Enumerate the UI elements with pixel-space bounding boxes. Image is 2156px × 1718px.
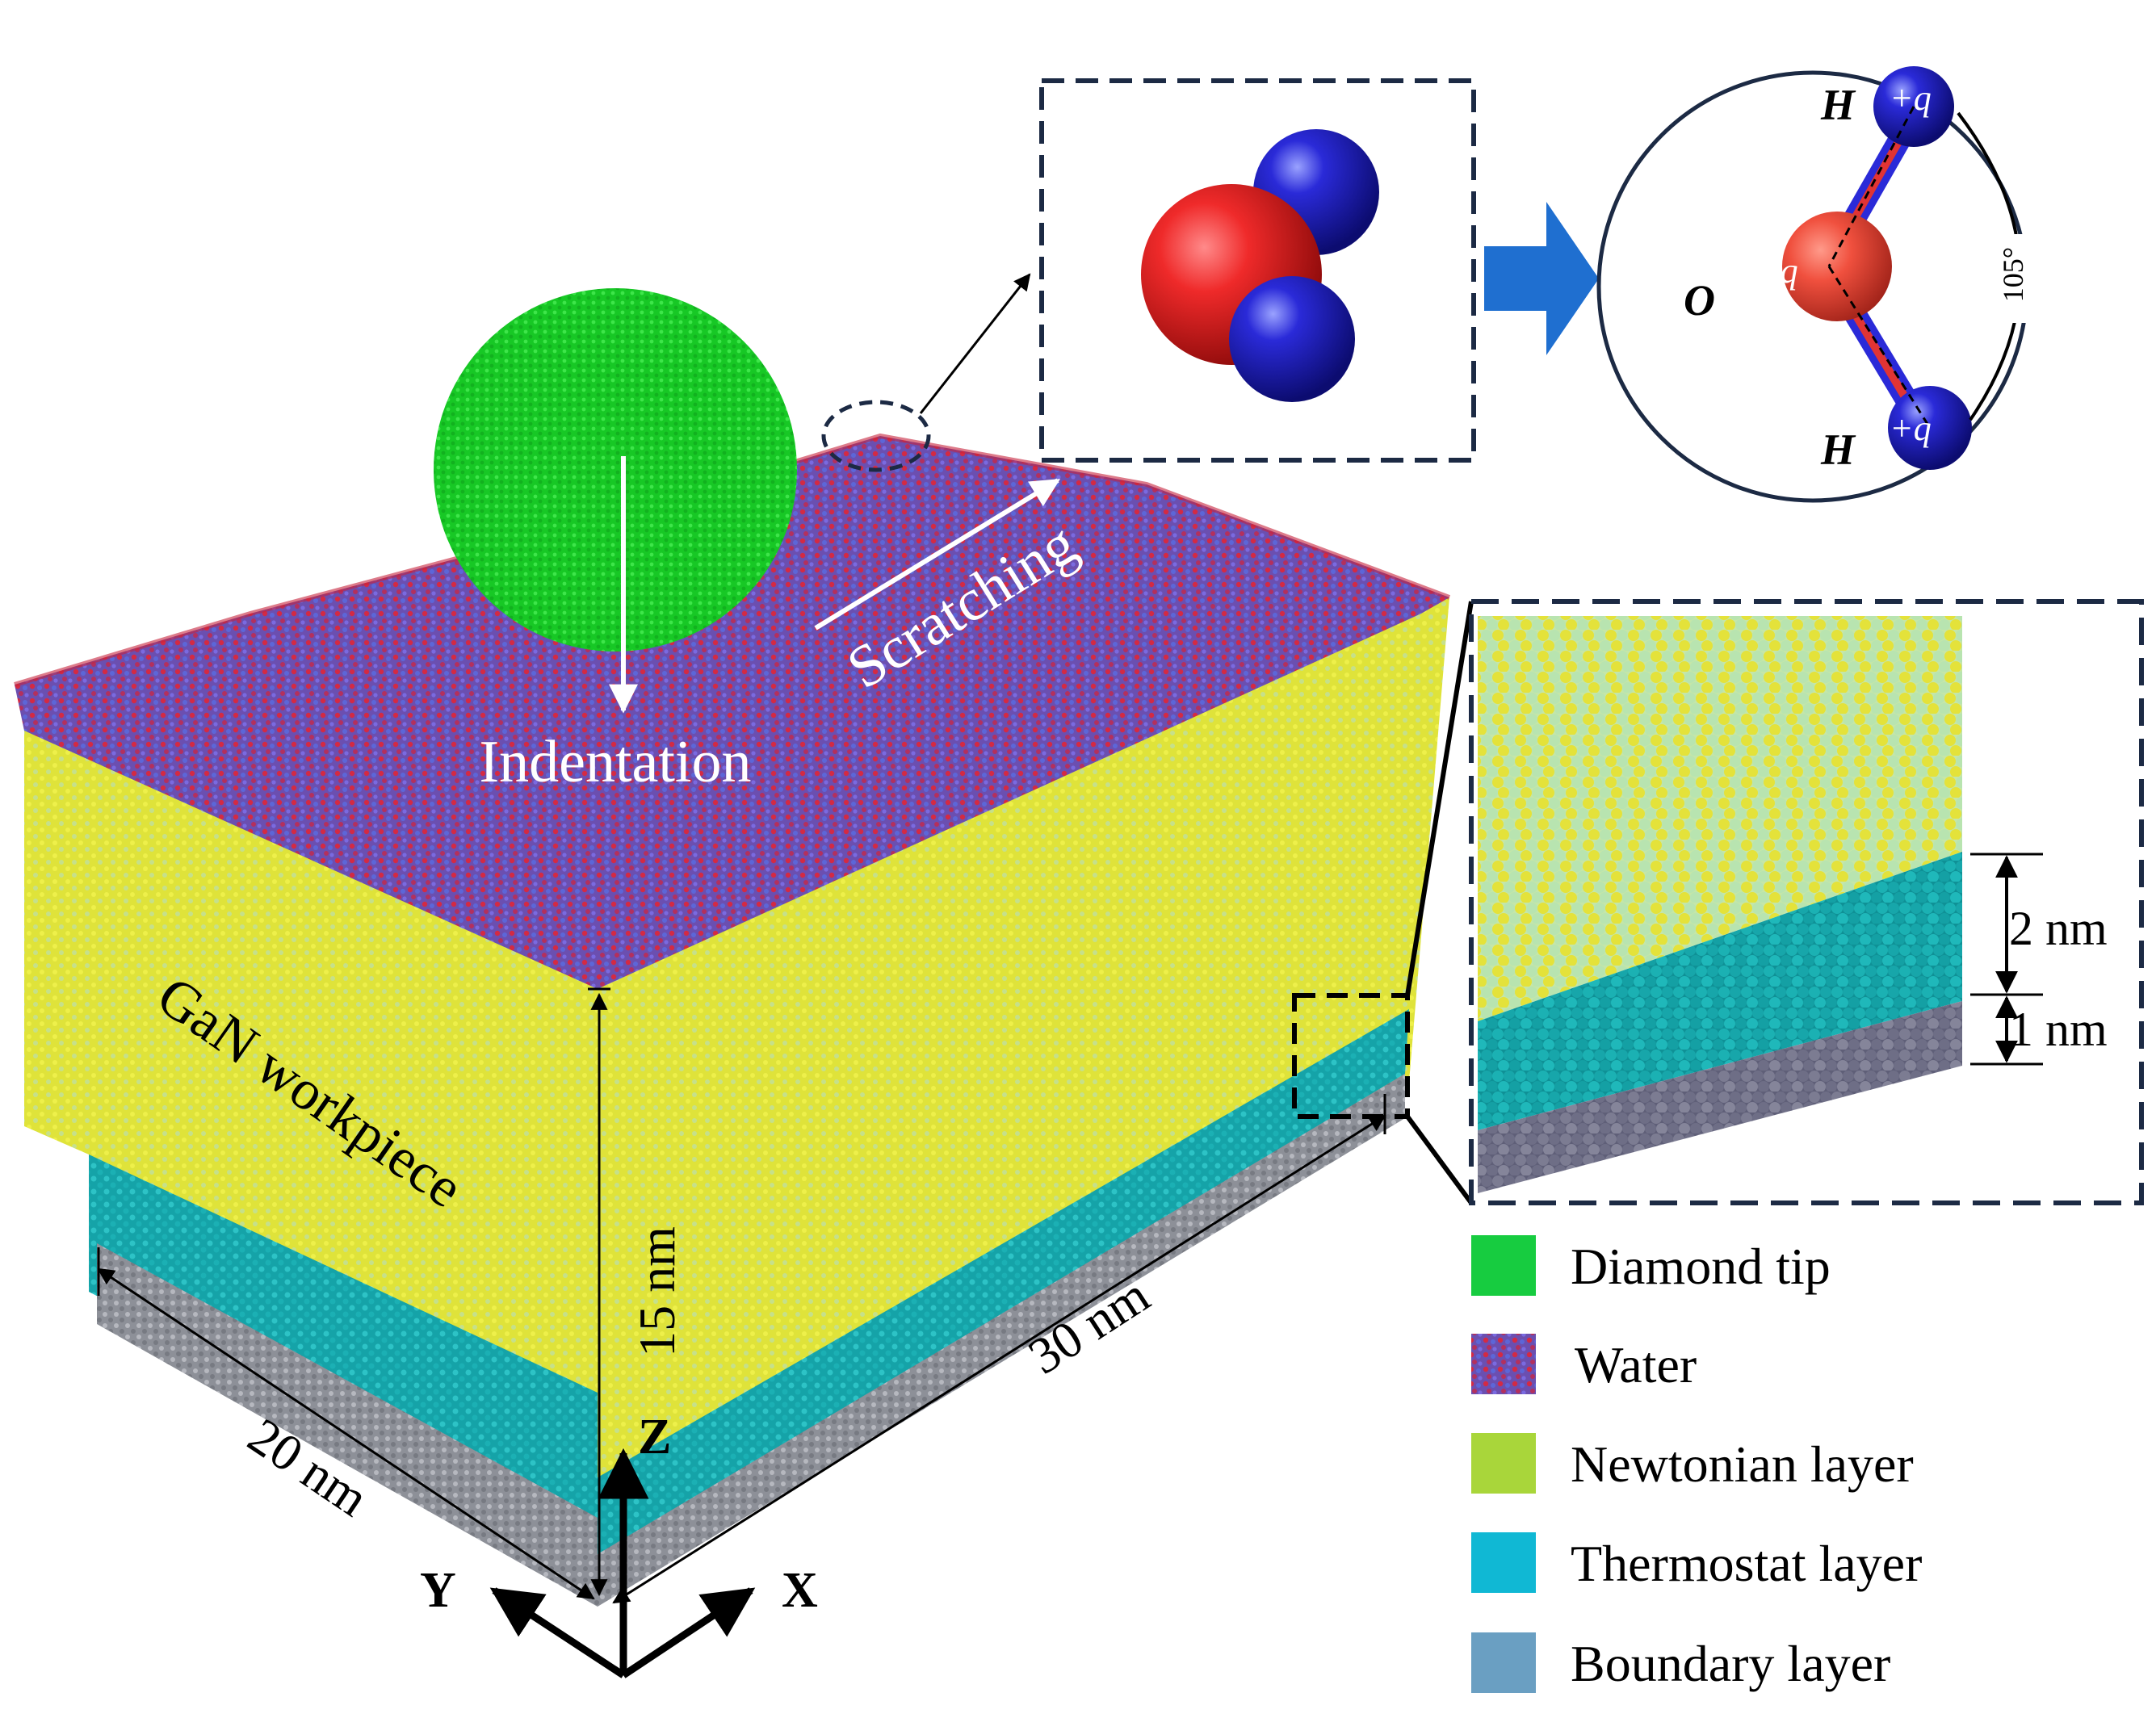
coordinate-axes: Z Y X xyxy=(420,1410,818,1678)
thermostat-thickness-label: 2 nm xyxy=(2009,902,2108,955)
legend-item-boundary: Boundary layer xyxy=(1471,1632,1890,1693)
legend-label-boundary: Boundary layer xyxy=(1571,1635,1890,1692)
axis-z-label: Z xyxy=(638,1410,671,1464)
zoom-thermostat-layer xyxy=(1478,852,1962,1130)
molecule-inset-frame xyxy=(1039,78,1476,463)
zoom-newtonian-layer xyxy=(1478,616,1962,1021)
indentation-label: Indentation xyxy=(479,729,751,795)
width-dimension-line xyxy=(97,1268,595,1600)
legend-swatch-water xyxy=(1471,1334,1536,1394)
bond-angle-label: 105° xyxy=(1997,247,2029,302)
water-molecule-highlight xyxy=(821,400,931,472)
h-top-charge: +q xyxy=(1890,78,1932,118)
legend-label-thermostat: Thermostat layer xyxy=(1571,1535,1922,1592)
legend-swatch-diamond xyxy=(1471,1235,1536,1296)
h-bottom-charge: +q xyxy=(1890,409,1932,448)
zoom-layers xyxy=(1478,616,1962,1193)
zoom-boundary-layer xyxy=(1478,1001,1962,1193)
zoom-source-box xyxy=(1292,993,1410,1119)
water-molecule-3d xyxy=(1141,129,1379,402)
scratching-arrow xyxy=(814,478,1061,631)
legend-swatch-thermostat xyxy=(1471,1532,1536,1593)
legend-swatch-boundary xyxy=(1471,1632,1536,1693)
axis-y-label: Y xyxy=(420,1563,456,1618)
water-layer-top xyxy=(15,436,1449,989)
height-dimension-label: 15 nm xyxy=(628,1226,686,1357)
legend-label-newtonian: Newtonian layer xyxy=(1571,1435,1914,1493)
legend-swatch-newtonian xyxy=(1471,1433,1536,1494)
axis-x-label: X xyxy=(782,1563,818,1618)
zoom-connector-bottom xyxy=(1405,1115,1474,1205)
length-dimension-line xyxy=(612,1114,1386,1604)
legend-item-diamond-tip: Diamond tip xyxy=(1471,1235,1831,1296)
o-label: O xyxy=(1684,276,1715,325)
boundary-thickness-label: 1 nm xyxy=(2009,1003,2108,1056)
molecule-schematic xyxy=(1782,66,2022,470)
zoom-inset-frame xyxy=(1469,599,2144,1205)
diamond-tip-sphere xyxy=(434,288,797,652)
legend-item-thermostat: Thermostat layer xyxy=(1471,1532,1922,1593)
zoom-connector-top xyxy=(1405,601,1474,996)
legend: Diamond tip Water Newtonian layer Thermo… xyxy=(1471,1235,1922,1693)
o-charge: -2q xyxy=(1751,251,1798,291)
legend-item-newtonian: Newtonian layer xyxy=(1471,1433,1914,1494)
h-top-label: H xyxy=(1820,81,1856,129)
legend-label-water: Water xyxy=(1575,1336,1697,1393)
legend-item-water: Water xyxy=(1471,1334,1697,1394)
callout-line xyxy=(919,273,1031,414)
h-bottom-label: H xyxy=(1820,425,1856,474)
transition-arrow xyxy=(1484,202,1599,355)
legend-label-diamond: Diamond tip xyxy=(1571,1238,1831,1295)
